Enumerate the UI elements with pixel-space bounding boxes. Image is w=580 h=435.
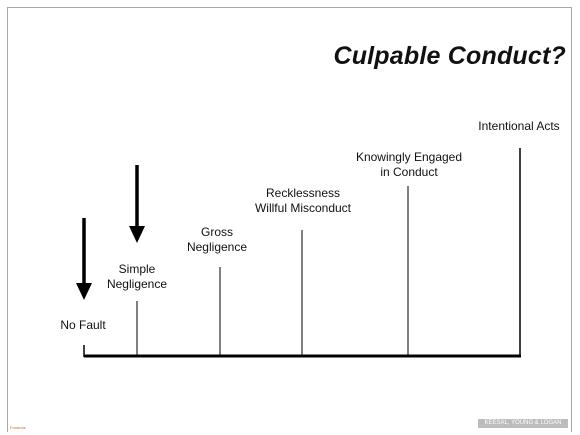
label-intentional-acts: Intentional Acts (478, 119, 560, 133)
label-recklessness: Recklessness Willful Misconduct (254, 186, 352, 215)
slide-border (7, 7, 572, 432)
label-no-fault: No Fault (60, 318, 106, 332)
footer-footnote: Footnote (10, 425, 26, 430)
arrow-no-fault (76, 218, 92, 300)
arrow-simple-negligence (129, 165, 145, 243)
slide-title: Culpable Conduct? (333, 42, 566, 70)
label-gross-negligence: Gross Negligence (186, 225, 248, 254)
label-knowingly-engaged: Knowingly Engaged in Conduct (355, 150, 463, 179)
label-simple-negligence: Simple Negligence (106, 262, 168, 291)
firm-logo: KEESAL, YOUNG & LOGAN (478, 419, 568, 428)
